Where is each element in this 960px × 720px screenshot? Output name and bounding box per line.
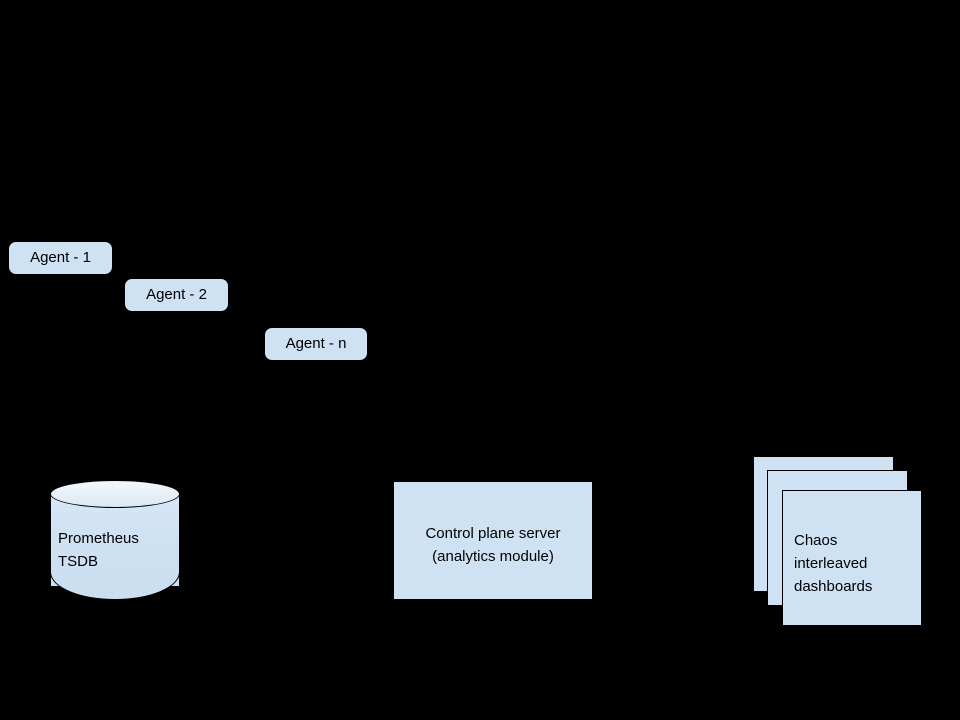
dashboards-label-line2: interleaved [794,555,868,572]
control-plane-server-label-line2: (analytics module) [432,548,554,565]
dashboard-card-front[interactable]: Chaos interleaved dashboards [782,490,922,626]
control-plane-server-label-line1: Control plane server [425,525,561,542]
dashboards-label-line3: dashboards [794,578,873,595]
agent-node-n-label: Agent - n [285,335,347,352]
agent-node-n[interactable]: Agent - n [264,327,368,361]
agent-node-1-label: Agent - 1 [30,249,91,266]
agent-node-2-label: Agent - 2 [146,286,207,303]
agent-node-1[interactable]: Agent - 1 [8,241,113,275]
server-to-dashboards-edge [593,538,751,539]
dashboards-label-line1: Chaos [794,532,838,549]
agent-node-2[interactable]: Agent - 2 [124,278,229,312]
cylinder-top-ellipse [50,480,180,508]
cylinder-bottom-ellipse [50,572,180,600]
prometheus-tsdb-cylinder[interactable]: Prometheus TSDB [50,480,180,600]
cylinder-body [50,494,180,586]
control-plane-server-node[interactable]: Control plane server (analytics module) [393,481,593,600]
